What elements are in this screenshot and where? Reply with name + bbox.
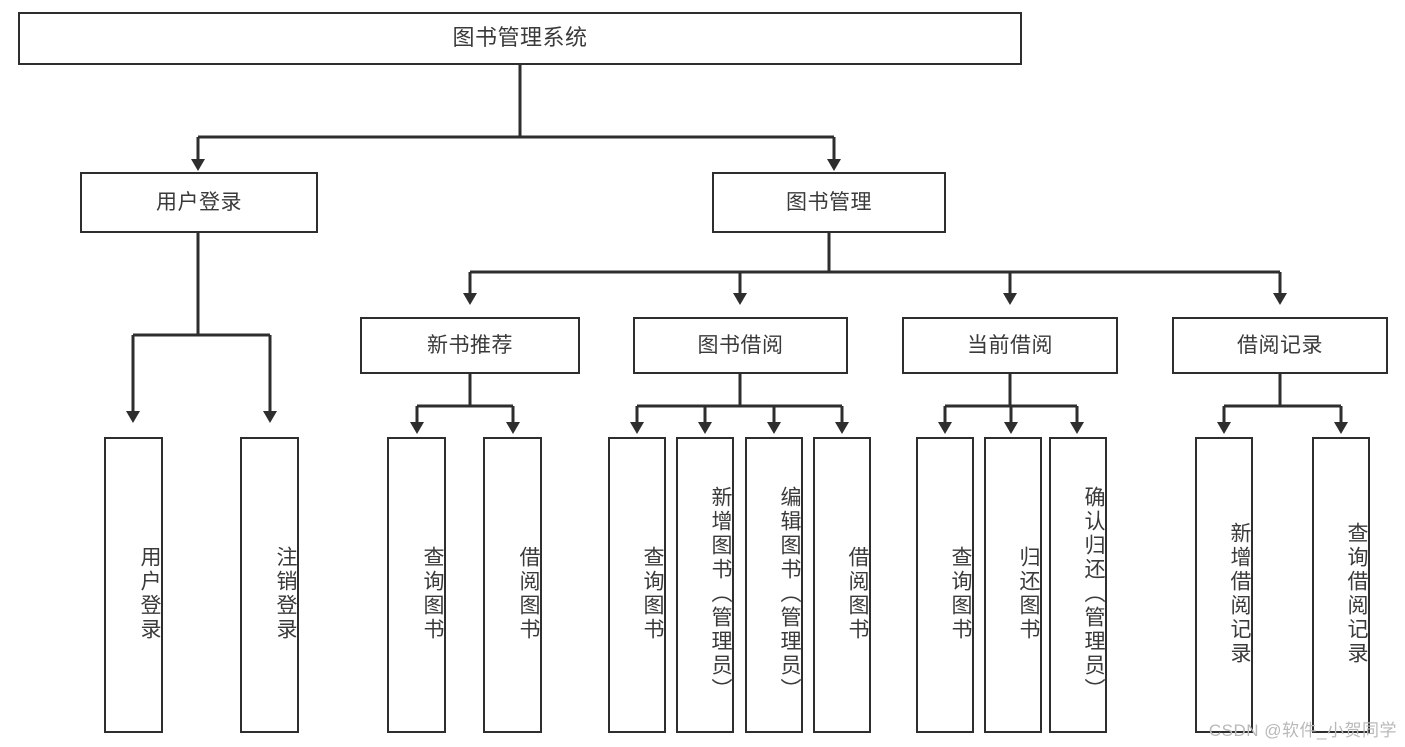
- leaf-user-login-login[interactable]: 用户登录: [104, 437, 163, 733]
- node-label: 确认归还（管理员）: [1082, 486, 1105, 702]
- node-label: 归还图书: [1017, 546, 1040, 642]
- node-current-borrow[interactable]: 当前借阅: [902, 317, 1118, 374]
- leaf-current-borrow-query[interactable]: 查询图书: [916, 437, 974, 733]
- node-new-book-recommend[interactable]: 新书推荐: [360, 317, 580, 374]
- leaf-book-borrow-edit-admin[interactable]: 编辑图书（管理员）: [745, 437, 803, 733]
- node-label: 查询借阅记录: [1345, 522, 1368, 666]
- node-label: 注销登录: [274, 546, 297, 642]
- node-label: 用户登录: [138, 546, 161, 642]
- leaf-user-login-logout[interactable]: 注销登录: [240, 437, 299, 733]
- node-label: 新增借阅记录: [1228, 522, 1251, 666]
- node-label: 编辑图书（管理员）: [778, 486, 801, 702]
- leaf-current-borrow-return[interactable]: 归还图书: [984, 437, 1042, 733]
- watermark: CSDN @软件_小贺同学: [1208, 721, 1397, 740]
- leaf-borrow-record-query[interactable]: 查询借阅记录: [1312, 437, 1370, 733]
- node-book-borrow[interactable]: 图书借阅: [633, 317, 848, 374]
- node-user-login[interactable]: 用户登录: [80, 172, 318, 233]
- node-label: 图书借阅: [697, 333, 784, 357]
- node-label: 用户登录: [156, 190, 242, 214]
- leaf-book-borrow-add-admin[interactable]: 新增图书（管理员）: [676, 437, 734, 733]
- node-label: 图书管理: [786, 190, 872, 214]
- node-borrow-record[interactable]: 借阅记录: [1172, 317, 1388, 374]
- node-label: 当前借阅: [967, 333, 1053, 357]
- node-root-book-management-system[interactable]: 图书管理系统: [18, 12, 1022, 65]
- node-label: 查询图书: [949, 546, 972, 642]
- node-book-management[interactable]: 图书管理: [712, 172, 946, 233]
- leaf-current-borrow-confirm-admin[interactable]: 确认归还（管理员）: [1049, 437, 1107, 733]
- node-label: 图书管理系统: [452, 25, 588, 51]
- leaf-book-borrow-query[interactable]: 查询图书: [608, 437, 666, 733]
- leaf-new-book-query[interactable]: 查询图书: [387, 437, 446, 733]
- leaf-book-borrow-borrow[interactable]: 借阅图书: [813, 437, 871, 733]
- node-label: 借阅记录: [1237, 333, 1323, 357]
- node-label: 借阅图书: [517, 546, 540, 642]
- node-label: 新增图书（管理员）: [709, 486, 732, 702]
- node-label: 新书推荐: [427, 333, 513, 357]
- node-label: 查询图书: [421, 546, 444, 642]
- leaf-borrow-record-add[interactable]: 新增借阅记录: [1195, 437, 1253, 733]
- leaf-new-book-borrow[interactable]: 借阅图书: [483, 437, 542, 733]
- node-label: 查询图书: [641, 546, 664, 642]
- node-label: 借阅图书: [846, 546, 869, 642]
